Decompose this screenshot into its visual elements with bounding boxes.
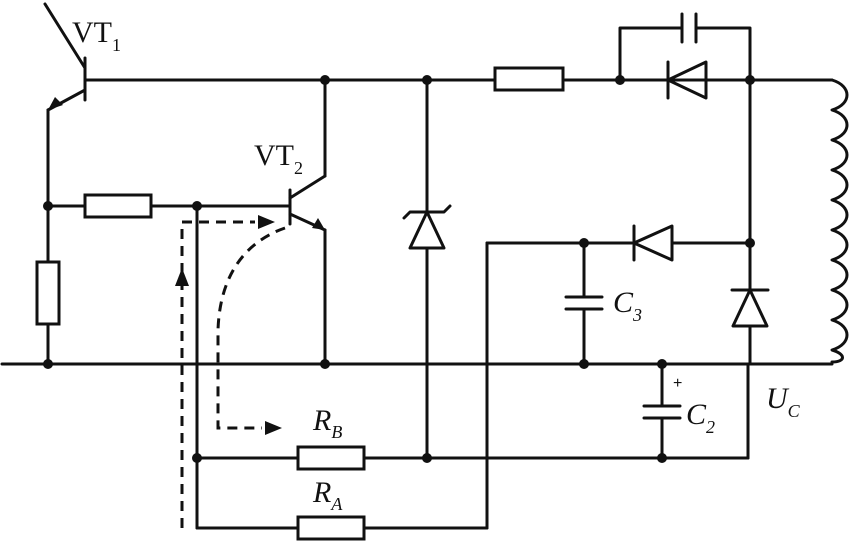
- ra-label: RA: [312, 476, 343, 514]
- resistor-top: [493, 66, 565, 92]
- current-path-dashed: [175, 215, 286, 528]
- resistor-left: [35, 260, 61, 326]
- vt2-label: VT2: [254, 139, 303, 178]
- diode-top: [666, 60, 708, 100]
- c2-label: C2: [686, 398, 715, 437]
- capacitor-top: [618, 12, 752, 82]
- rb-label: RB: [312, 404, 342, 442]
- vt1-label: VT1: [72, 16, 121, 55]
- diode-middle: [632, 224, 674, 262]
- junction-dots: [43, 75, 755, 463]
- inductor-coil: [830, 78, 849, 364]
- resistor-base: [83, 193, 153, 219]
- c3-label: C3: [613, 286, 642, 325]
- resistor-rb: [296, 445, 366, 471]
- capacitor-c2: [642, 362, 682, 460]
- uc-label: UC: [766, 382, 801, 421]
- transistor-vt2: [288, 78, 327, 366]
- resistor-ra: [296, 515, 366, 541]
- capacitor-c3: [564, 241, 604, 366]
- c2-polarity: +: [673, 375, 682, 392]
- diode-right: [730, 288, 770, 328]
- zener-diode: [402, 78, 452, 460]
